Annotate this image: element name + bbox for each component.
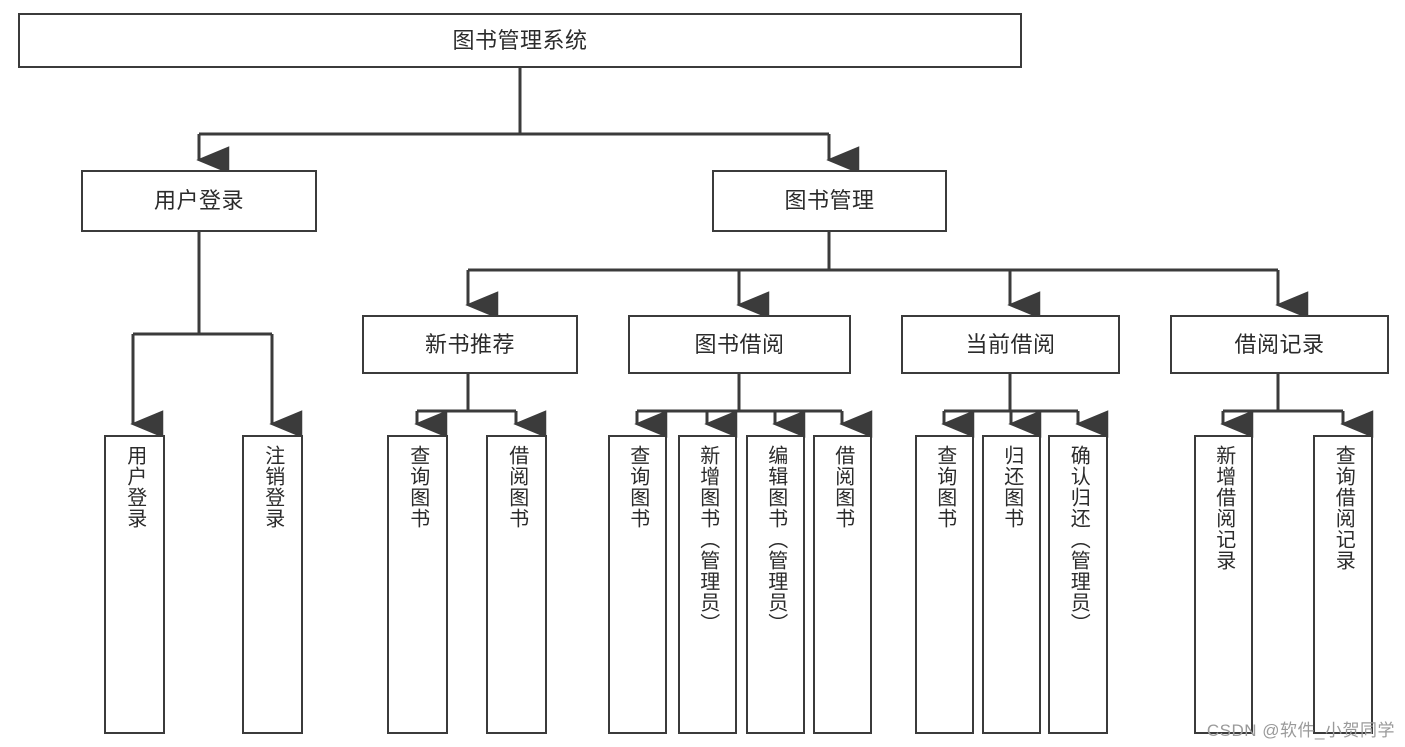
leaf-query-book-recommend[interactable]: 查询图书 xyxy=(387,435,448,734)
leaf-query-borrow-record[interactable]: 查询借阅记录 xyxy=(1313,435,1373,734)
leaf-return-book-label: 归还图书 xyxy=(1000,445,1023,529)
leaf-confirm-return-admin-label: 确认归还（管理员） xyxy=(1067,445,1090,634)
leaf-add-borrow-record[interactable]: 新增借阅记录 xyxy=(1194,435,1253,734)
node-new-book-recommend[interactable]: 新书推荐 xyxy=(362,315,578,374)
node-user-login-label: 用户登录 xyxy=(153,188,244,214)
leaf-borrow-book-recommend-label: 借阅图书 xyxy=(505,445,528,529)
leaf-edit-book-admin-label: 编辑图书（管理员） xyxy=(764,445,787,634)
leaf-add-borrow-record-label: 新增借阅记录 xyxy=(1212,445,1235,571)
node-book-management-label: 图书管理 xyxy=(784,188,875,214)
leaf-borrow-book-label: 借阅图书 xyxy=(831,445,854,529)
leaf-user-login-label: 用户登录 xyxy=(123,445,146,529)
watermark: CSDN @软件_小贺同学 xyxy=(1206,721,1395,740)
leaf-user-login[interactable]: 用户登录 xyxy=(104,435,165,734)
node-book-management[interactable]: 图书管理 xyxy=(712,170,947,232)
leaf-query-borrow-record-label: 查询借阅记录 xyxy=(1332,445,1355,571)
node-borrow-record[interactable]: 借阅记录 xyxy=(1170,315,1389,374)
leaf-query-book-borrow-label: 查询图书 xyxy=(626,445,649,529)
node-root[interactable]: 图书管理系统 xyxy=(18,13,1022,68)
leaf-borrow-book[interactable]: 借阅图书 xyxy=(813,435,872,734)
leaf-query-book-current[interactable]: 查询图书 xyxy=(915,435,974,734)
leaf-return-book[interactable]: 归还图书 xyxy=(982,435,1041,734)
leaf-query-book-borrow[interactable]: 查询图书 xyxy=(608,435,667,734)
leaf-query-book-recommend-label: 查询图书 xyxy=(406,445,429,529)
node-current-borrow-label: 当前借阅 xyxy=(965,331,1056,357)
node-book-borrow[interactable]: 图书借阅 xyxy=(628,315,851,374)
node-book-borrow-label: 图书借阅 xyxy=(694,331,785,357)
leaf-add-book-admin-label: 新增图书（管理员） xyxy=(696,445,719,634)
leaf-borrow-book-recommend[interactable]: 借阅图书 xyxy=(486,435,547,734)
node-borrow-record-label: 借阅记录 xyxy=(1234,331,1325,357)
node-root-label: 图书管理系统 xyxy=(452,27,588,53)
leaf-add-book-admin[interactable]: 新增图书（管理员） xyxy=(678,435,737,734)
node-user-login[interactable]: 用户登录 xyxy=(81,170,317,232)
node-current-borrow[interactable]: 当前借阅 xyxy=(901,315,1120,374)
leaf-logout[interactable]: 注销登录 xyxy=(242,435,303,734)
leaf-edit-book-admin[interactable]: 编辑图书（管理员） xyxy=(746,435,805,734)
node-new-book-recommend-label: 新书推荐 xyxy=(424,331,515,357)
leaf-query-book-current-label: 查询图书 xyxy=(933,445,956,529)
leaf-confirm-return-admin[interactable]: 确认归还（管理员） xyxy=(1048,435,1108,734)
leaf-logout-label: 注销登录 xyxy=(261,445,284,529)
